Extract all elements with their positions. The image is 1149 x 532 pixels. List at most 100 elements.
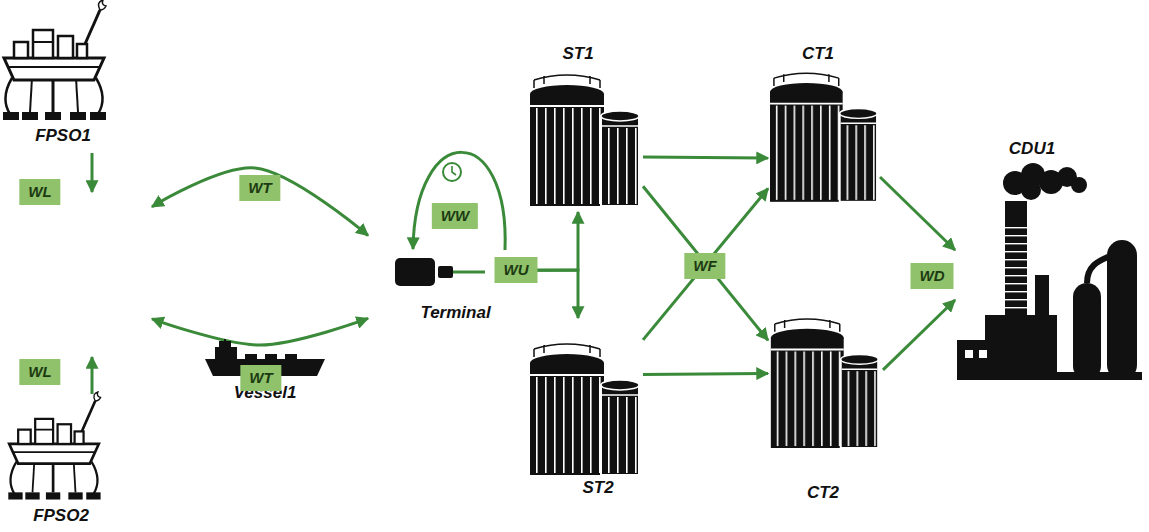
anchor-foot: [86, 492, 100, 499]
tank-small-body: [601, 385, 639, 475]
mooring-line: [11, 462, 17, 494]
terminal-joint: [438, 266, 453, 278]
mooring-line: [5, 78, 12, 114]
tank-icon: [530, 76, 640, 206]
tank-body: [771, 338, 844, 448]
deck-module: [14, 42, 28, 58]
hull: [4, 58, 104, 80]
flare: [94, 392, 101, 401]
tank-small-ring: [602, 394, 638, 396]
riser: [52, 78, 55, 112]
tank-icon: [770, 74, 878, 202]
terminal-icon: [395, 258, 485, 286]
tank-stripes: [771, 352, 844, 447]
tank-small-body: [840, 113, 877, 201]
flare-boom: [82, 401, 95, 431]
plant-window: [979, 350, 987, 358]
plant-base: [957, 372, 1142, 380]
tank-ring: [771, 349, 844, 351]
tank-rail: [775, 319, 840, 332]
cdu-node: CDU1: [955, 135, 1147, 385]
terminal-pipe: [453, 271, 485, 274]
deck-module: [33, 30, 53, 58]
loading-arrow: [91, 357, 94, 394]
tank-rail: [774, 73, 839, 86]
node-name: ST2: [568, 478, 628, 498]
vessel-deck: [245, 354, 257, 359]
tank-body: [530, 94, 604, 206]
tank-roof: [530, 85, 604, 103]
deck-module: [75, 431, 84, 444]
tank-stripes: [530, 377, 604, 473]
tank-small-stripes: [603, 128, 637, 204]
node-name: FPSO1: [20, 126, 106, 146]
clock-face: [443, 163, 461, 181]
tank-small-roof: [601, 111, 639, 121]
tank-ring: [530, 105, 604, 107]
tank-small-body: [601, 116, 639, 206]
tank-small-ring: [842, 368, 877, 369]
tank-ring: [530, 374, 604, 376]
node-name: CDU1: [997, 139, 1067, 159]
edge-tag: WU: [495, 257, 538, 283]
illustration: [92, 152, 505, 394]
tank-icon: [770, 320, 880, 448]
node-name: CT2: [793, 483, 853, 503]
hull-band: [13, 451, 95, 453]
flow-arrow: [152, 318, 368, 345]
flow-arrow: [643, 372, 768, 376]
edge-tag: WT: [240, 365, 281, 391]
fpso-node: FPSO2: [0, 310, 152, 530]
clock-hands: [452, 166, 456, 175]
riser: [30, 78, 32, 112]
tank-rail: [534, 75, 600, 88]
tank-node: CT2: [768, 318, 883, 503]
tank-stripes: [530, 108, 604, 204]
tank-node: CT1: [768, 40, 880, 205]
smoke-puff: [1021, 180, 1041, 200]
anchor-foot: [25, 492, 39, 499]
mooring-line: [96, 78, 103, 114]
flow-arrow: [880, 177, 955, 250]
anchor-foot: [3, 112, 19, 120]
tank-small-stripes: [603, 397, 637, 473]
anchor-foot: [45, 112, 61, 120]
deck-module: [18, 430, 31, 444]
mooring-line: [92, 462, 98, 494]
tank-node: ST2: [528, 318, 643, 500]
riser: [74, 462, 76, 492]
node-name: FPSO2: [18, 506, 104, 526]
tank-stripes: [770, 106, 843, 200]
flow-arrow: [883, 300, 955, 370]
tank-small-roof: [841, 354, 878, 364]
fpso-icon: [0, 392, 108, 504]
flare: [99, 0, 106, 10]
tank-body: [770, 92, 843, 202]
variable-tag: WW: [432, 203, 478, 229]
node-name: CT1: [788, 44, 848, 64]
vessel-mast: [224, 339, 226, 343]
tank-roof: [530, 354, 604, 372]
module-line: [35, 429, 53, 431]
hull: [9, 444, 99, 464]
tank-small-roof: [840, 109, 877, 119]
variable-tag: WL: [19, 179, 60, 205]
hull-band: [8, 66, 100, 68]
cdu-icon: [957, 165, 1142, 380]
waiting-loop: [413, 152, 505, 250]
vessel-deck: [285, 354, 297, 359]
deck-module: [58, 36, 73, 58]
flow-arrow: [643, 157, 768, 158]
edge-tag: WF: [684, 253, 725, 279]
vessel-cabin: [215, 347, 237, 359]
node-name: Terminal: [398, 303, 513, 323]
deck-module: [58, 424, 71, 444]
tank-icon: [530, 345, 640, 475]
riser: [32, 462, 34, 492]
distillation-column: [1073, 283, 1101, 380]
tank-small-body: [841, 359, 878, 448]
variable-tag: WL: [19, 359, 60, 385]
flow-arrow: [643, 186, 768, 340]
tank-small-ring: [841, 123, 876, 124]
